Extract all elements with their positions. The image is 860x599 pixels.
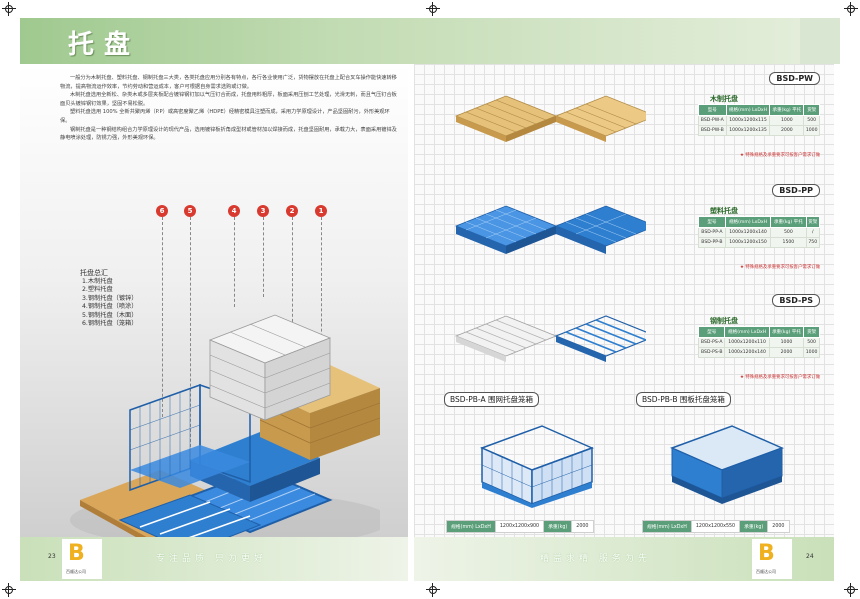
mesh-cage-illustration [479,425,595,508]
cage-a-label: BSD-PB-A 围网托盘笼箱 [444,392,539,407]
custom-note: ★ 特殊规格及承重要求可按客户需求订做 [740,265,820,270]
panel-cage-illustration [669,425,785,504]
registration-mark-icon [426,583,440,597]
registration-mark-icon [426,2,440,16]
summary-title: 托盘总汇 [80,269,108,277]
registration-mark-icon [2,2,16,16]
table-row: 规格(mm) LxDxH 1200x1200x900 承重(kg) 2000 [446,520,594,533]
wood-pallet-illustration [454,95,646,142]
plastic-pallet-illustration [454,205,646,254]
product-code-tag: BSD-PP [772,184,820,197]
list-item: 1.木制托盘 [82,278,113,285]
number-badge: 1 [315,205,327,217]
left-page: 一般分为木制托盘、塑料托盘、钢制托盘三大类，各类托盘应用分别各有特点，各行各业使… [20,64,408,556]
slogan-left: 专注品质 只为更好 [156,554,267,564]
custom-note: ★ 特殊规格及承重要求可按客户需求订做 [740,153,820,158]
registration-mark-icon [2,583,16,597]
slogan-right: 精益求精 服务为先 [540,554,651,564]
product-name: 钢制托盘 [710,317,738,325]
list-item: 4.钢制托盘（喷涂） [82,303,138,311]
product-code-tag: BSD-PS [772,294,820,307]
list-item: 5.钢制托盘（木面） [82,311,138,319]
company-logo: B 百顺达公司 [752,539,792,579]
page-number: 23 [48,553,56,560]
right-page: BSD-PW 木制托盘 型号 规格(mm) LxDxH 承重(kg) 平托 货架… [414,64,834,537]
logo-b-icon: B [68,541,85,566]
number-badge: 4 [228,205,240,217]
company-logo: B 百顺达公司 [62,539,102,579]
registration-mark-icon [844,583,858,597]
page-title: 托盘 [68,30,141,60]
table-header-row: 型号 规格(mm) LxDxH 承重(kg) 平托 货架 [698,216,821,228]
header-band: 托盘 [20,18,840,64]
number-badge: 2 [286,205,298,217]
intro-text: 一般分为木制托盘、塑料托盘、钢制托盘三大类，各类托盘应用分别各有特点，各行各业使… [60,75,397,142]
list-item: 6.钢制托盘（笼箱） [82,320,138,328]
summary-list: 1.木制托盘 2.塑料托盘 3.钢制托盘（镀锌） 4.钢制托盘（喷涂） 5.钢制… [82,278,137,328]
product-name: 塑料托盘 [710,207,738,215]
footer-right: 精益求精 服务为先 B 百顺达公司 24 [414,537,834,581]
pallet-stack-illustration [70,314,380,556]
logo-b-icon: B [758,541,775,566]
table-header-row: 型号 规格(mm) LxDxH 承重(kg) 平托 货架 [698,104,820,116]
footer-left: 23 B 百顺达公司 专注品质 只为更好 [20,537,408,581]
number-badge: 6 [156,205,168,217]
product-code-tag: BSD-PW [769,72,820,85]
page-number: 24 [806,553,814,560]
number-badge: 3 [257,205,269,217]
steel-pallet-illustration [454,315,646,362]
registration-mark-icon [844,2,858,16]
product-name: 木制托盘 [710,95,738,103]
list-item: 2.塑料托盘 [82,286,113,294]
list-item: 3.钢制托盘（镀锌） [82,294,138,302]
table-row: 规格(mm) LxDxH 1200x1200x550 承重(kg) 2000 [642,520,790,533]
cage-b-label: BSD-PB-B 围板托盘笼箱 [636,392,731,407]
cage-a-spec: 规格(mm) LxDxH 1200x1200x900 承重(kg) 2000 [446,520,594,533]
number-badge: 5 [184,205,196,217]
table-header-row: 型号 规格(mm) LxDxH 承重(kg) 平托 货架 [697,326,820,338]
custom-note: ★ 特殊规格及承重要求可按客户需求订做 [740,375,820,380]
cage-b-spec: 规格(mm) LxDxH 1200x1200x550 承重(kg) 2000 [642,520,790,533]
